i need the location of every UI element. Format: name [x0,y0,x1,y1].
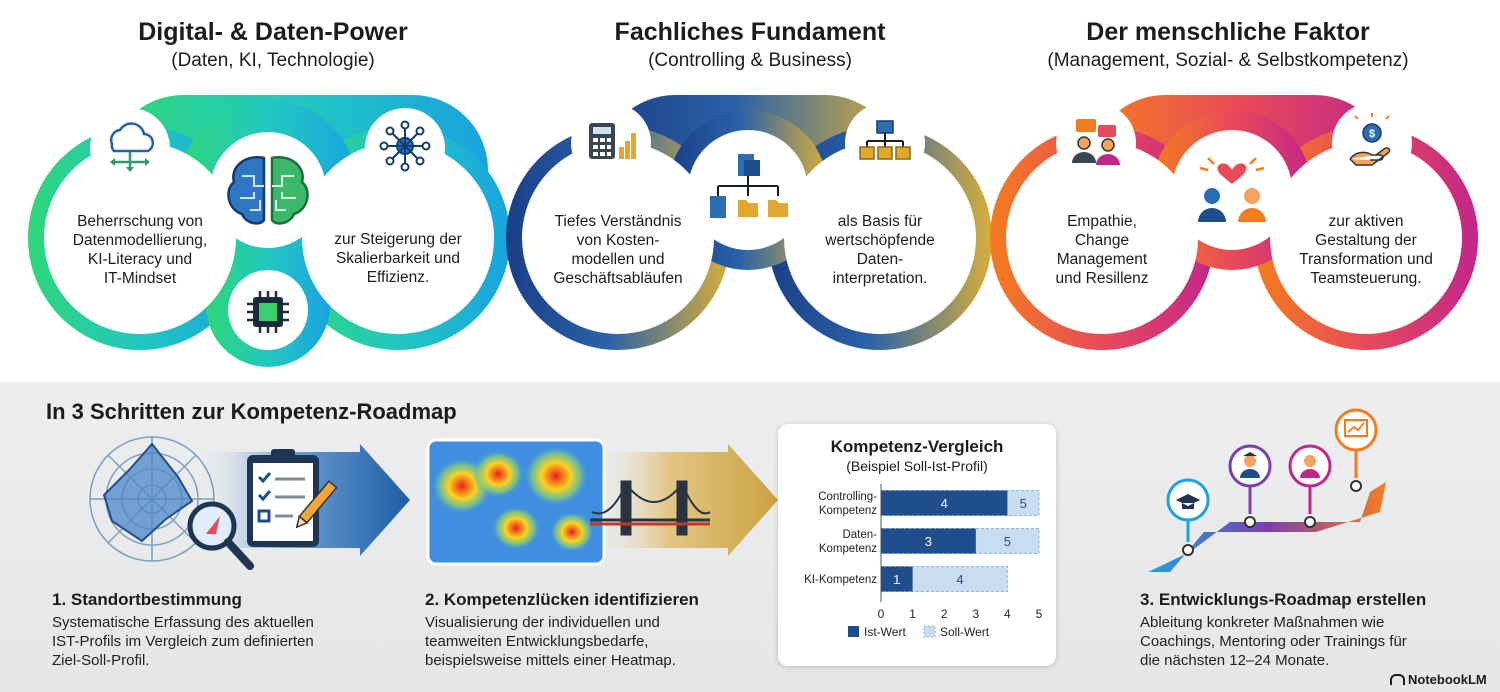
x-tick-label: 5 [1036,607,1043,621]
category-label: Kompetenz [819,543,877,555]
pillar-1-shape [28,95,510,367]
notebook-icon [1390,674,1405,685]
x-tick-label: 2 [941,607,948,621]
x-tick-label: 3 [972,607,979,621]
bar-ist [881,566,913,592]
pillar-3-subtitle: (Management, Sozial- & Selbstkompetenz) [1047,50,1409,71]
calculator-chart-icon [589,123,636,159]
bridge-icon [590,480,711,536]
roadmap-graphics [89,408,1386,572]
radar-chart-icon [89,436,215,562]
chart-subtitle: (Beispiel Soll-Ist-Profil) [846,458,988,474]
brain-circuit-icon [227,156,309,225]
people-chat-icon [1072,119,1120,165]
people-heart-icon [1198,157,1266,222]
step-2-title: 2. Kompetenzlücken identifizieren [425,590,699,609]
pillar-3-title: Der menschliche Faktor [1086,18,1370,46]
pillar-2-shape [506,95,992,350]
category-label: Kompetenz [819,505,877,517]
clipboard-icon [247,449,338,547]
bar-soll-label: 5 [1020,496,1027,511]
category-label: Controlling- [818,491,877,503]
bar-ist-label: 4 [941,496,948,511]
roadmap-heading: In 3 Schritten zur Kompetenz-Roadmap [46,399,457,424]
step-1: 1. Standortbestimmung Systematische Erfa… [52,590,392,670]
competence-chart-card: Kompetenz-Vergleich (Beispiel Soll-Ist-P… [778,424,1056,666]
pillar-1-title: Digital- & Daten-Power [138,18,408,46]
heatmap-icon [426,438,606,566]
step-3: 3. Entwicklungs-Roadmap erstellen Ableit… [1140,590,1470,670]
legend-swatch-ist [848,626,859,637]
roadmap-path-icon [1148,408,1386,572]
legend-label-soll: Soll-Wert [940,625,990,639]
chart-title: Kompetenz-Vergleich [830,437,1004,456]
bar-soll-label: 4 [956,572,963,587]
bar-ist [881,490,1008,516]
org-chart-icon [710,154,788,218]
microchip-icon [247,291,289,333]
step-2: 2. Kompetenzlücken identifizieren Visual… [425,590,765,670]
hand-money-icon: $ [1349,113,1391,166]
bar-ist [881,528,976,554]
bar-soll-label: 5 [1004,534,1011,549]
svg-text:$: $ [1369,128,1375,140]
cloud-network-icon [109,122,155,172]
hierarchy-icon [859,120,911,160]
network-hub-icon [379,120,431,172]
step-1-title: 1. Standortbestimmung [52,590,242,609]
pillars-graphic: $ [28,95,1478,367]
x-tick-label: 0 [878,607,885,621]
step-3-title: 3. Entwicklungs-Roadmap erstellen [1140,590,1427,609]
x-tick-label: 4 [1004,607,1011,621]
legend-label-ist: Ist-Wert [864,625,906,639]
brand-logo: NotebookLM [1390,672,1487,687]
magnifier-icon [187,501,254,570]
category-label: KI-Kompetenz [804,574,877,586]
category-label: Daten- [842,529,877,541]
pillar-2-title: Fachliches Fundament [614,18,886,46]
bar-ist-label: 1 [893,572,900,587]
bar-ist-label: 3 [925,534,932,549]
brand-name: NotebookLM [1408,672,1487,687]
pillar-1-subtitle: (Daten, KI, Technologie) [171,50,375,71]
legend-swatch-soll [923,625,936,638]
x-tick-label: 1 [909,607,916,621]
pillar-2-subtitle: (Controlling & Business) [648,50,852,71]
